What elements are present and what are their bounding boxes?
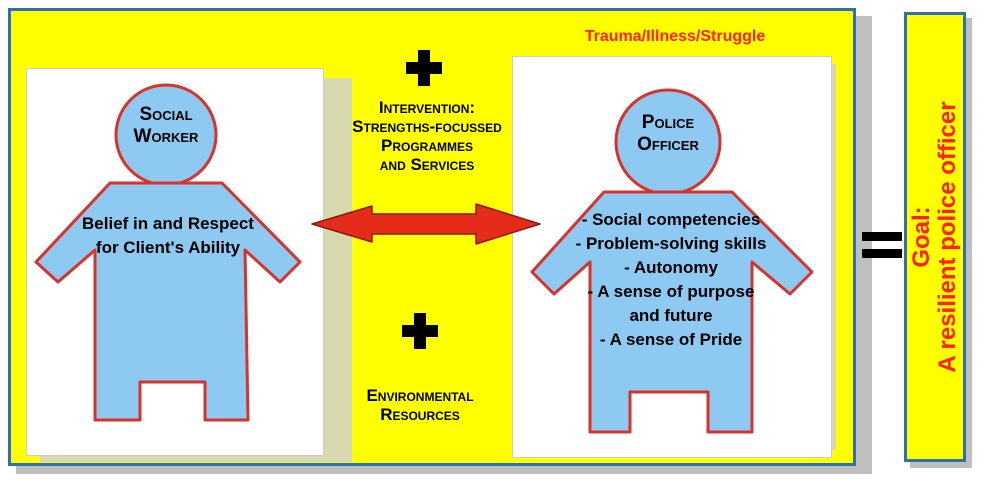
quality-item: - A sense of Pride [599,330,743,349]
plus-icon-bottom [402,313,438,349]
social-worker-label-text: Social Worker [133,104,199,147]
police-officer-label-text: Police Officer [637,112,699,155]
double-arrow [311,203,541,245]
quality-item: and future [629,306,713,325]
environmental-label: Environmental Resources [320,386,520,424]
intervention-line: Intervention: [378,98,476,117]
intervention-line: and Services [379,155,475,174]
police-officer-figure [530,88,814,434]
social-worker-figure [34,83,302,422]
quality-item: - Social competencies [581,210,761,229]
police-officer-qualities: - Social competencies - Problem-solving … [512,208,830,352]
trauma-label: Trauma/Illness/Struggle [584,28,766,45]
goal-box: Goal: A resilient police officer [904,12,966,462]
police-officer-label: Police Officer [612,112,724,156]
quality-item: - Autonomy [624,258,718,277]
intervention-line: Strengths-focussed [352,117,502,136]
environmental-line: Resources [380,405,460,424]
social-worker-label: Social Worker [110,104,222,148]
equals-bar-bottom [862,249,902,258]
equals-sign [862,232,902,266]
quality-item: - A sense of purpose [587,282,755,301]
equals-bar-top [862,232,902,241]
quality-item: - Problem-solving skills [575,234,767,253]
plus-icon-top [406,50,442,86]
environmental-line: Environmental [366,386,474,405]
intervention-label: Intervention: Strengths-focussed Program… [296,98,558,174]
intervention-line: Programmes [380,136,473,155]
social-worker-belief: Belief in and Respect for Client's Abili… [82,214,254,257]
